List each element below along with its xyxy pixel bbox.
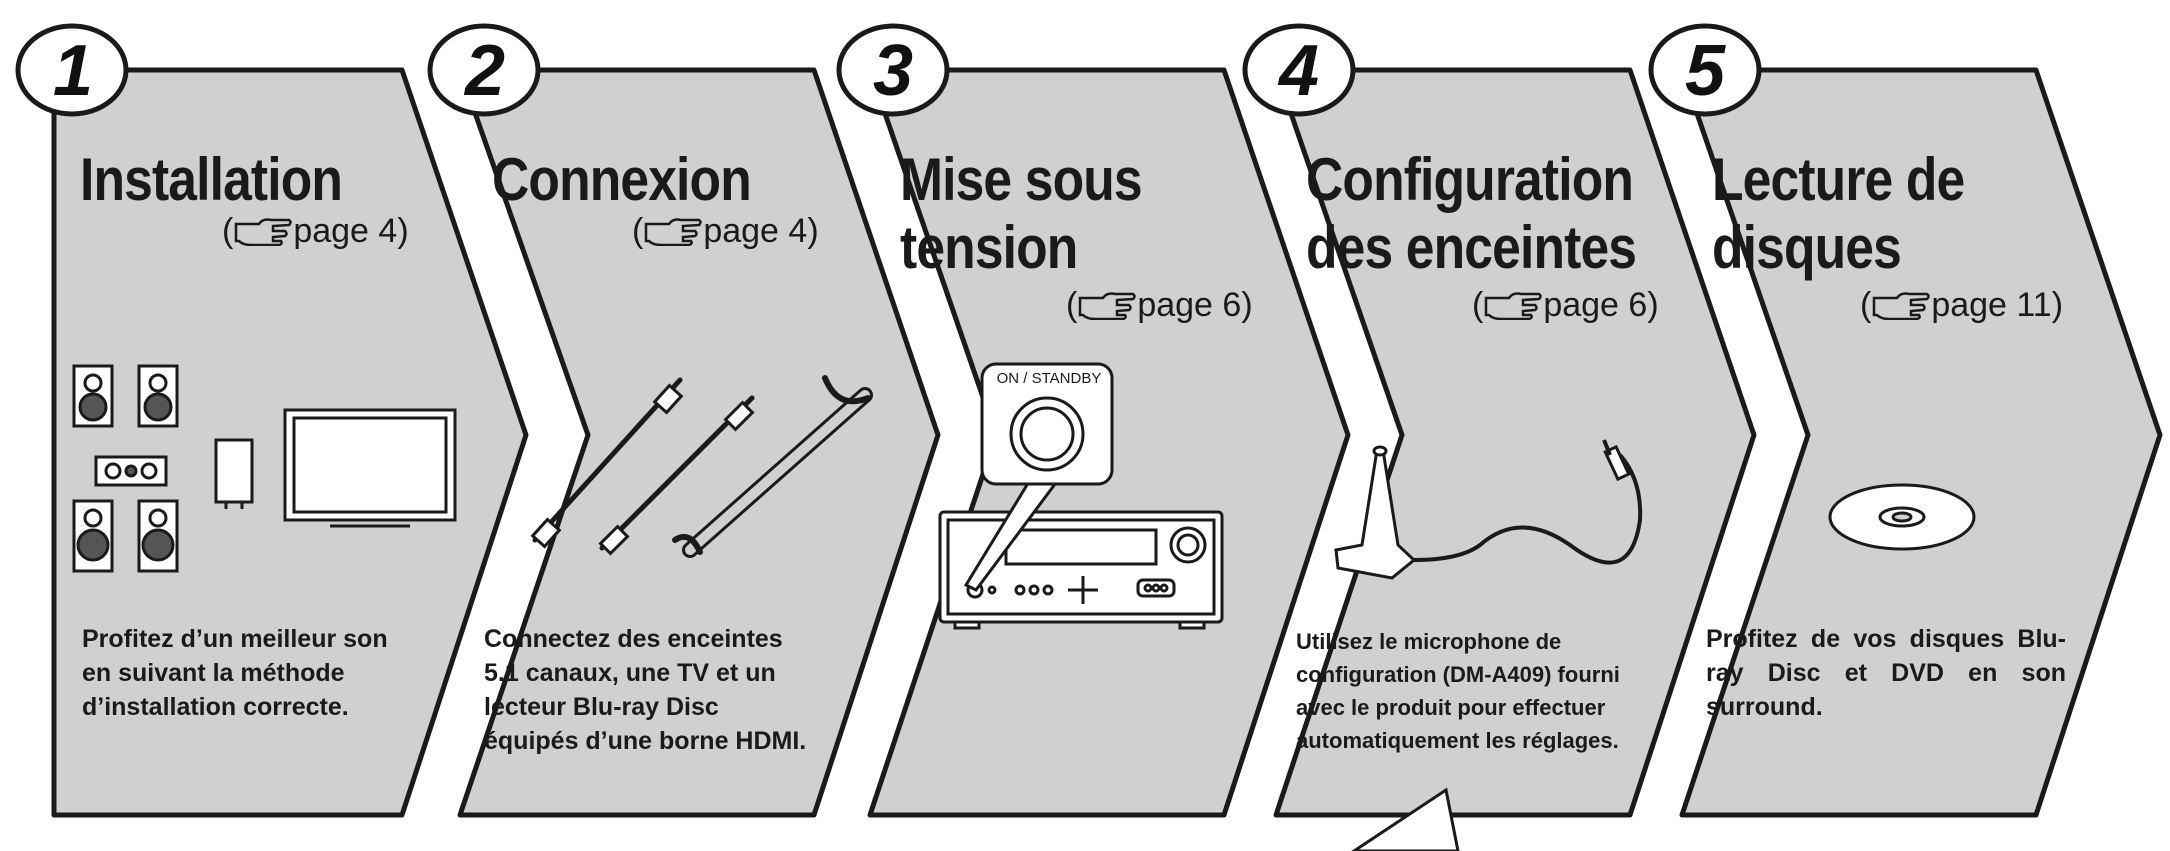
step-number: 5 [1684, 31, 1726, 111]
step-1: 1 Installation (page 4) Profitez d’un me… [0, 0, 440, 851]
callout-pointer [1351, 787, 1460, 851]
step4-number-badge [1242, 23, 1356, 117]
cables-illustration [530, 375, 873, 558]
step-2: 2 Connexion (page 4) Connectez des encei… [410, 0, 850, 851]
page-reference: (page 4) [222, 212, 409, 250]
page-reference-text: page 6 [1137, 286, 1242, 324]
step-description: Connectez des enceintes 5.1 canaux, une … [484, 625, 807, 755]
step-description: Profitez de vos disques Blu-ray Disc et … [1706, 625, 2066, 721]
step-title-line-2: des enceintes [1306, 214, 1637, 281]
page-reference-text: page 11 [1931, 286, 2052, 324]
step-number: 4 [1278, 31, 1320, 111]
page-reference: (page 11) [1860, 286, 2064, 324]
step-title: Mise sous tension [900, 146, 1143, 282]
step-title-line-2: disques [1712, 214, 1902, 281]
step-title: Configuration des enceintes [1306, 146, 1637, 282]
pointing-hand-icon [1873, 292, 1931, 320]
on-standby-label: ON / STANDBY [996, 370, 1102, 387]
step-title-line-2: tension [900, 214, 1078, 281]
step-number: 3 [872, 31, 914, 111]
step-title: Lecture de disques [1712, 146, 1965, 282]
microphone-illustration [1334, 439, 1643, 580]
page-reference-text: page 6 [1543, 286, 1648, 324]
step-3: 3 Mise sous tension (page 6) ON / STANDB… [820, 0, 1260, 851]
pointing-hand-icon [1485, 292, 1543, 320]
pointing-hand-icon [645, 218, 703, 246]
step5-number-badge [1648, 23, 1762, 117]
page-reference: (page 6) [1066, 286, 1253, 324]
step-number: 2 [464, 31, 506, 111]
speaker-system-illustration [72, 364, 457, 573]
step3-number-badge [836, 23, 950, 117]
step-title-line-1: Lecture de [1712, 146, 1965, 213]
step-title: Installation [80, 146, 343, 213]
step2-number-badge [427, 23, 541, 117]
page-reference: (page 6) [1472, 286, 1659, 324]
step-description: Profitez d’un meilleur son en suivant la… [82, 625, 388, 721]
pointing-hand-icon [235, 218, 293, 246]
page-reference: (page 4) [632, 212, 819, 250]
disc-illustration [1828, 483, 1976, 551]
step-title: Connexion [492, 146, 752, 213]
pointing-hand-icon [1079, 292, 1137, 320]
page-reference-text: page 4 [293, 212, 398, 250]
step2-arrow-panel [457, 67, 941, 818]
step-description: Utilisez le microphone de configuration … [1296, 629, 1620, 753]
step1-number-badge [15, 23, 129, 117]
page-reference-text: page 4 [703, 212, 808, 250]
step4-arrow-panel [1273, 67, 1757, 818]
step-title-line-1: Configuration [1306, 146, 1634, 213]
step-4: 4 Configuration des enceintes (page 6) U… [1226, 0, 1666, 851]
step5-arrow-panel [1679, 67, 2163, 818]
step-title-line-1: Mise sous [900, 146, 1143, 213]
step-number: 1 [52, 31, 94, 111]
step-5: 5 Lecture de disques (page 11) Profitez … [1632, 0, 2072, 851]
receiver-illustration [938, 362, 1224, 630]
